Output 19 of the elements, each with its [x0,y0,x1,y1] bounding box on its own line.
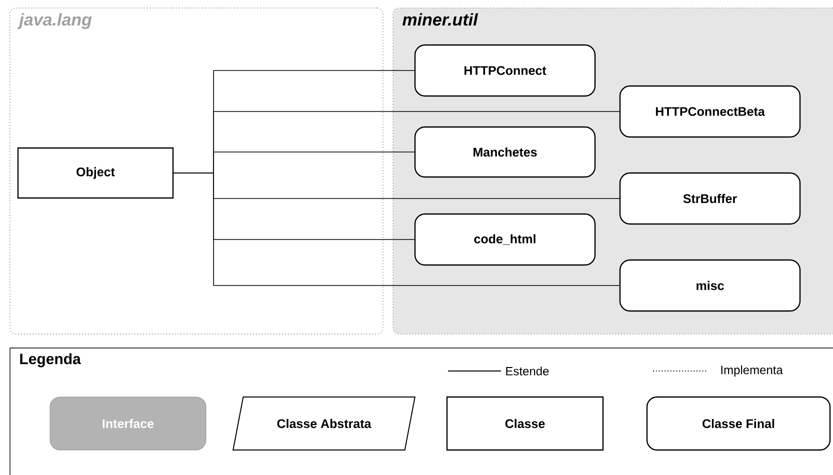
package-name: java.lang [17,13,92,30]
legend-frame [10,348,833,475]
final-class-box: code_html [414,213,596,266]
connector-line [173,172,620,286]
package-name: miner.util [402,13,478,26]
legend-label: Estende [506,366,549,376]
package-frame [10,8,384,334]
final-class-box: Manchetes [414,126,596,178]
final-class-box: HTTPConnectBeta [619,85,801,138]
abstract-class-box: Classe Abstrata [232,396,416,450]
interface-box: Interface [50,396,206,450]
final-class-box: HTTPConnect [414,44,596,97]
legend-label: Implementa [721,365,783,377]
final-class-box: misc [619,259,801,312]
class-box: Classe [446,396,604,451]
final-class-box: StrBuffer [619,172,801,225]
class-box: Object [17,147,174,199]
final-class-box: Classe Final [646,396,831,451]
legend-title: Legenda [20,353,81,368]
